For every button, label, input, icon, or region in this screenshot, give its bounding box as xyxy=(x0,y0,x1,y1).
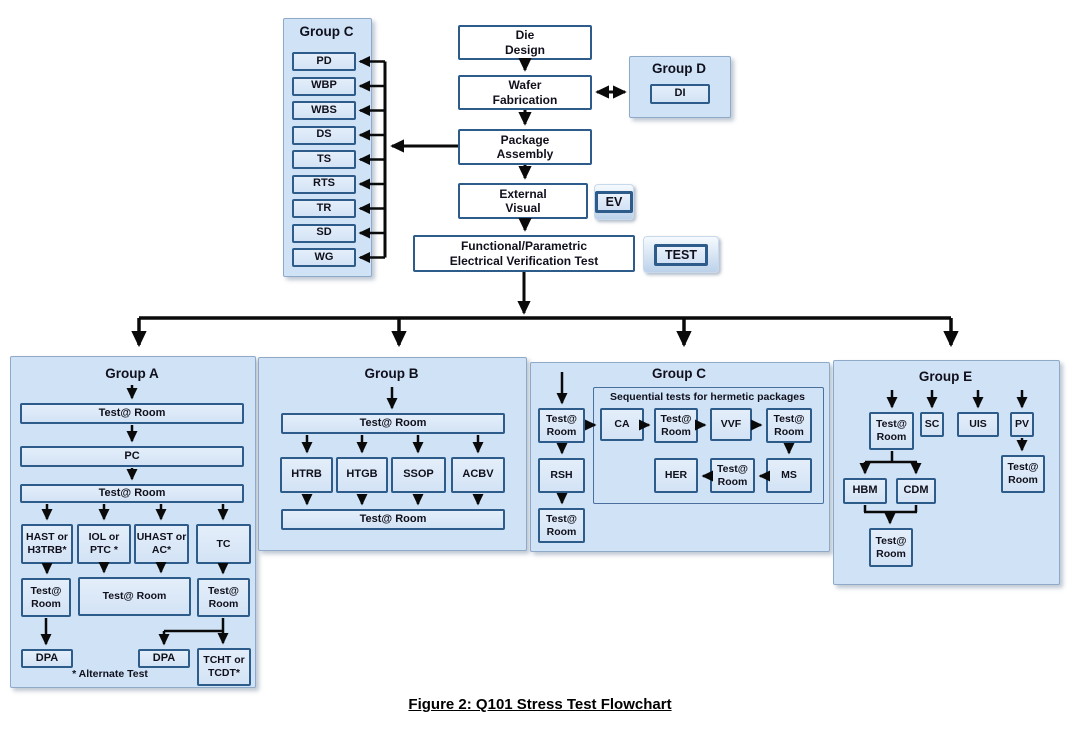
node-c-test-room-3: Test@ Room xyxy=(766,408,812,443)
node-e-uis: UIS xyxy=(957,412,999,437)
node-a-pc: PC xyxy=(20,446,244,467)
node-wbs: WBS xyxy=(292,101,356,120)
group-e-title: Group E xyxy=(918,369,973,384)
node-wafer-fabrication: Wafer Fabrication xyxy=(458,75,592,110)
group-a-title: Group A xyxy=(105,366,159,381)
node-e-hbm: HBM xyxy=(843,478,887,504)
node-e-test-room-2: Test@ Room xyxy=(869,528,913,567)
node-b-test-room-bottom: Test@ Room xyxy=(281,509,505,530)
node-c-rsh: RSH xyxy=(538,458,585,493)
node-e-sc: SC xyxy=(920,412,944,437)
node-a-iol: IOL or PTC * xyxy=(77,524,131,564)
node-package-assembly: Package Assembly xyxy=(458,129,592,165)
node-c-test-room-out: Test@ Room xyxy=(538,508,585,543)
node-a-dpa-1: DPA xyxy=(21,649,73,668)
node-tr: TR xyxy=(292,199,356,218)
node-b-ssop: SSOP xyxy=(391,457,446,493)
group-c-bottom-title: Group C xyxy=(652,366,706,381)
node-c-test-room-4: Test@ Room xyxy=(710,458,755,493)
node-wg: WG xyxy=(292,248,356,267)
node-sd: SD xyxy=(292,223,356,243)
node-b-htgb: HTGB xyxy=(336,457,388,493)
ev-badge: EV xyxy=(594,184,634,220)
node-a-dpa-2: DPA xyxy=(138,649,190,668)
test-badge: TEST xyxy=(643,236,719,273)
node-c-ms: MS xyxy=(766,458,812,493)
figure-caption: Figure 2: Q101 Stress Test Flowchart xyxy=(408,696,672,713)
node-rts: RTS xyxy=(292,174,356,194)
ev-badge-label: EV xyxy=(594,191,634,213)
node-a-test-room-3: Test@ Room xyxy=(21,578,71,617)
node-e-cdm: CDM xyxy=(896,478,936,504)
node-a-hast: HAST or H3TRB* xyxy=(21,524,73,564)
node-e-test-room-1: Test@ Room xyxy=(869,412,914,450)
node-external-visual: External Visual xyxy=(458,183,588,219)
node-pd: PD xyxy=(292,52,356,71)
node-a-uhast: UHAST or AC* xyxy=(134,524,189,564)
node-die-design: Die Design xyxy=(458,25,592,60)
node-e-pv: PV xyxy=(1010,412,1034,437)
group-d-title: Group D xyxy=(652,61,706,76)
node-e-test-room-3: Test@ Room xyxy=(1001,455,1045,493)
node-di: DI xyxy=(650,84,710,104)
node-ds: DS xyxy=(292,125,356,145)
group-b-title: Group B xyxy=(364,366,419,381)
node-c-test-room-in: Test@ Room xyxy=(538,408,585,443)
node-ts: TS xyxy=(292,150,356,169)
hermetic-subpanel xyxy=(593,387,824,504)
node-c-vvf: VVF xyxy=(710,408,752,441)
node-c-test-room-2: Test@ Room xyxy=(654,408,698,443)
hermetic-subpanel-title: Sequential tests for hermetic packages xyxy=(610,391,805,403)
node-wbp: WBP xyxy=(292,76,356,96)
node-a-tcht: TCHT or TCDT* xyxy=(197,648,251,686)
node-a-test-room-4: Test@ Room xyxy=(78,577,191,616)
node-a-test-room-1: Test@ Room xyxy=(20,403,244,424)
node-b-test-room-top: Test@ Room xyxy=(281,413,505,434)
node-a-test-room-5: Test@ Room xyxy=(197,578,250,617)
group-c-top-title: Group C xyxy=(299,24,354,39)
node-a-test-room-2: Test@ Room xyxy=(20,484,244,503)
alternate-test-note: * Alternate Test xyxy=(72,668,148,680)
node-c-her: HER xyxy=(654,458,698,493)
node-b-acbv: ACBV xyxy=(451,457,505,493)
node-a-tc: TC xyxy=(196,524,251,564)
node-b-htrb: HTRB xyxy=(280,457,333,493)
node-functional-test: Functional/Parametric Electrical Verific… xyxy=(413,235,635,272)
test-badge-label: TEST xyxy=(654,243,708,266)
node-c-ca: CA xyxy=(600,408,644,441)
